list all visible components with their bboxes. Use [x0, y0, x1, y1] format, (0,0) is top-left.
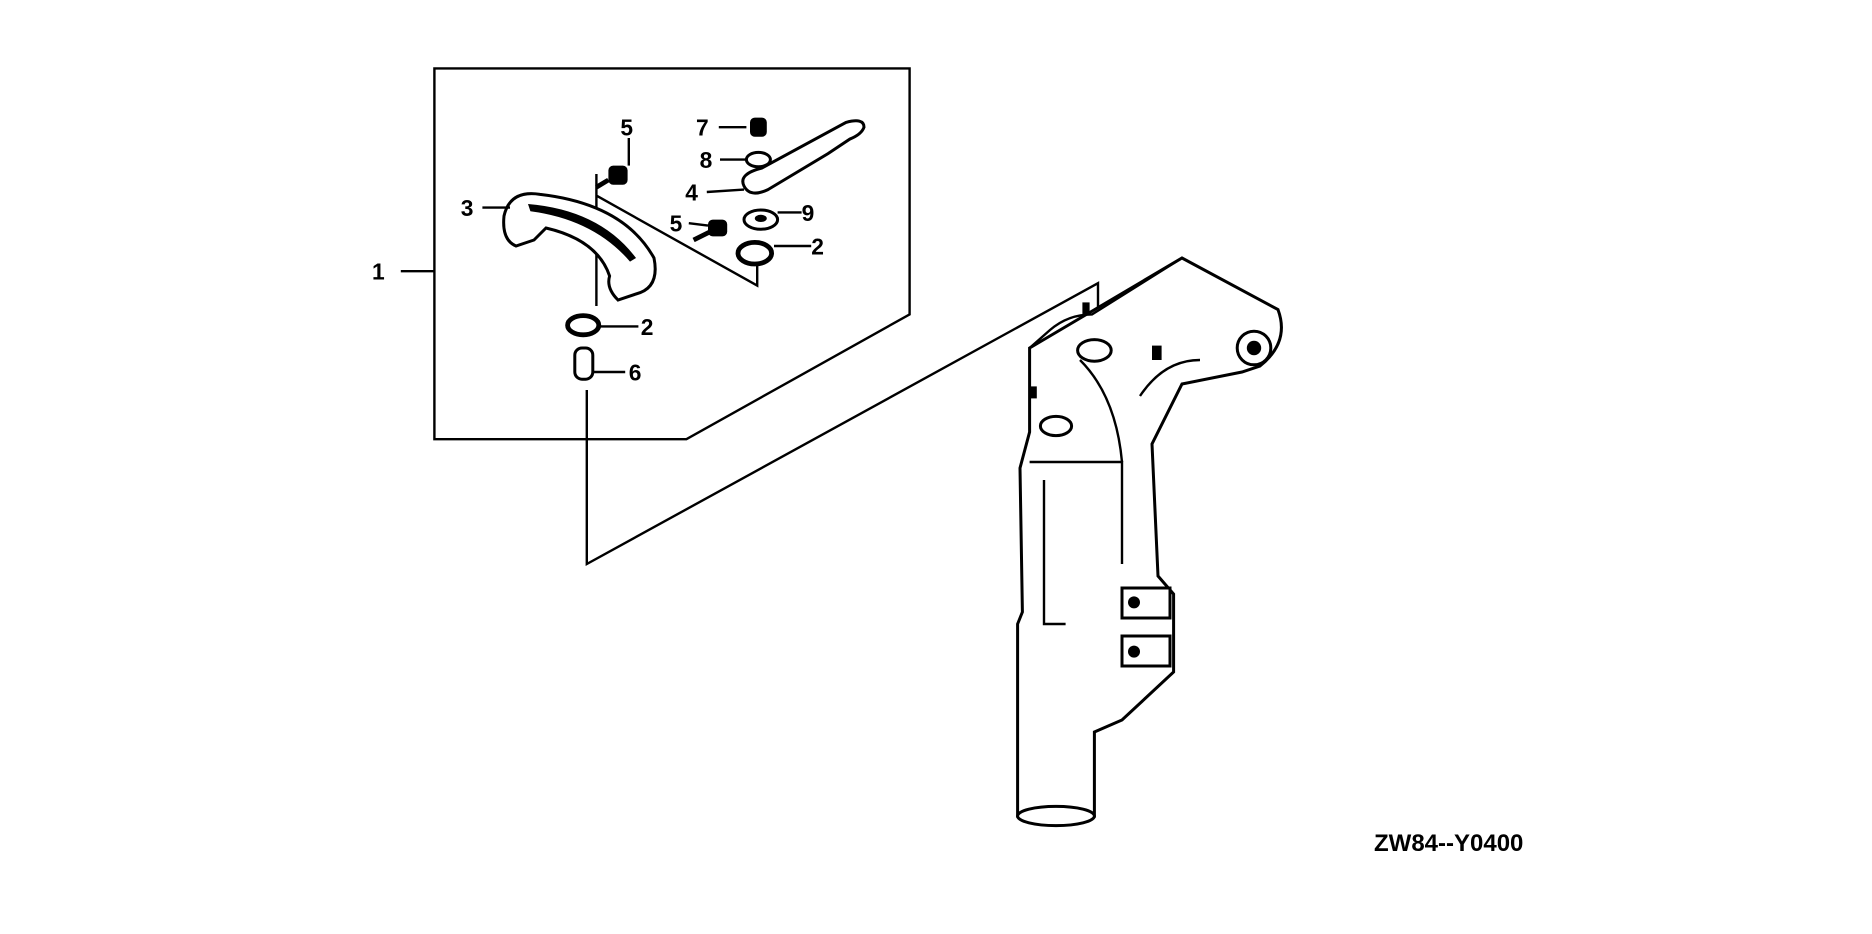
bushing-part — [565, 313, 602, 338]
drawing-code: ZW84--Y0400 — [1374, 830, 1523, 857]
callout-8: 8 — [700, 147, 713, 173]
pin-part — [573, 346, 595, 381]
callout-1: 1 — [372, 259, 385, 285]
callout-leaders — [482, 126, 812, 374]
callout-9: 9 — [802, 200, 815, 226]
stopper-plate-part — [502, 192, 657, 302]
nut-part — [750, 117, 767, 137]
lever-part — [741, 119, 866, 195]
callout-5b: 5 — [670, 211, 683, 237]
callout-7: 7 — [696, 115, 709, 141]
callout-2b: 2 — [641, 314, 654, 340]
callout-3: 3 — [461, 195, 474, 221]
callout-4: 4 — [685, 179, 698, 205]
callout-5a: 5 — [620, 115, 633, 141]
callout-6: 6 — [629, 359, 642, 385]
assembly-leader — [585, 281, 1100, 567]
callout-2a: 2 — [811, 233, 824, 259]
swivel-case-part — [1016, 256, 1283, 828]
bolt-part — [692, 219, 728, 243]
kit-bracket-box — [433, 67, 911, 441]
bushing-part — [735, 240, 775, 267]
bolt-part — [595, 165, 628, 190]
